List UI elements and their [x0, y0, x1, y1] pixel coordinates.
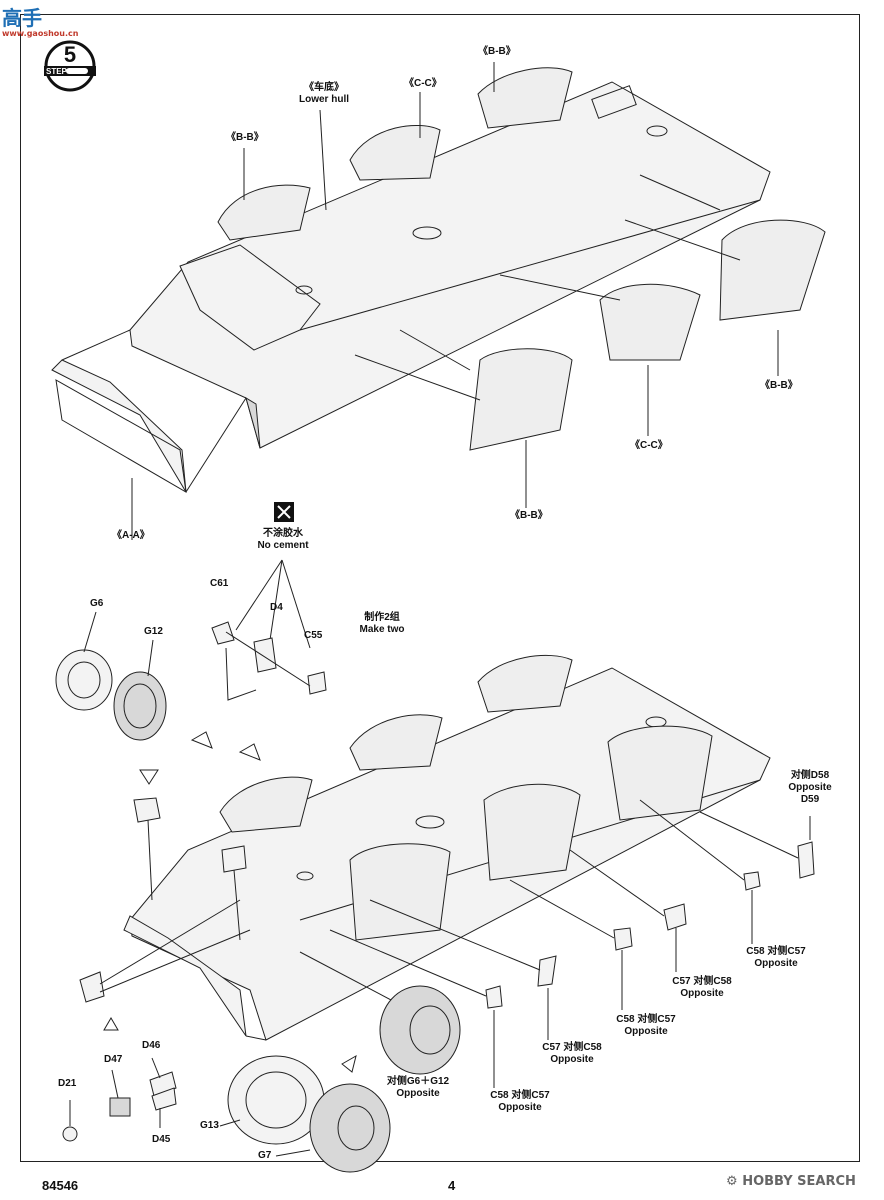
- part-g6: G6: [90, 598, 104, 609]
- part-c58a-en: Opposite: [754, 958, 798, 969]
- part-d58-en: Opposite: [788, 782, 832, 793]
- hobby-search-watermark: ⚙ HOBBY SEARCH: [726, 1174, 856, 1189]
- part-d47: D47: [104, 1054, 123, 1065]
- step-badge: 5 STEP: [42, 40, 98, 92]
- part-d58-cn: 对侧D58: [790, 770, 830, 781]
- page-number: 4: [448, 1178, 456, 1193]
- no-cement-cn: 不涂胶水: [263, 528, 303, 539]
- make-two-label: 制作2组 Make two: [352, 612, 412, 636]
- part-c58-label-b: C58 对侧C57 Opposite: [610, 1014, 682, 1038]
- sprocket-g6-g12: [55, 611, 167, 741]
- part-c57b-text: C57 对侧C58: [542, 1042, 602, 1053]
- part-d59: D59: [800, 794, 820, 805]
- part-g7: G7: [258, 1150, 272, 1161]
- hobby-search-text: HOBBY SEARCH: [742, 1174, 856, 1189]
- section-cc-label-1: 《C-C》: [404, 78, 442, 89]
- part-c58c-text: C58 对侧C57: [490, 1090, 550, 1101]
- part-c61: C61: [210, 578, 229, 589]
- part-d4: D4: [270, 602, 283, 613]
- part-c57a-en: Opposite: [680, 988, 724, 999]
- tank-icon: [66, 68, 88, 74]
- make-two-en: Make two: [359, 624, 405, 635]
- step-word: STEP: [46, 67, 67, 76]
- lower-hull-cn: 《车底》: [304, 82, 344, 93]
- idler-mount-parts: [211, 502, 327, 701]
- lower-hull-label: 《车底》 Lower hull: [294, 82, 354, 106]
- part-g6-g12-opposite-label: 对侧G6＋G12 Opposite: [380, 1076, 456, 1100]
- part-c57a-text: C57 对侧C58: [672, 976, 732, 987]
- part-c57b-en: Opposite: [550, 1054, 594, 1065]
- part-g6g12-text: 对侧G6＋G12: [386, 1076, 450, 1087]
- section-cc-label-2: 《C-C》: [630, 440, 668, 451]
- part-c58b-en: Opposite: [624, 1026, 668, 1037]
- part-c57-label-a: C57 对侧C58 Opposite: [666, 976, 738, 1000]
- part-d21: D21: [58, 1078, 77, 1089]
- page-frame: [20, 14, 860, 1162]
- section-bb-label-3: 《B-B》: [760, 380, 798, 391]
- part-c58-label-a: C58 对侧C57 Opposite: [740, 946, 812, 970]
- sprocket-opposite: [219, 985, 461, 1173]
- rear-small-parts: [62, 1057, 177, 1142]
- part-c57-label-b: C57 对侧C58 Opposite: [536, 1042, 608, 1066]
- lower-hull-en: Lower hull: [299, 94, 349, 105]
- part-g13: G13: [200, 1120, 219, 1131]
- watermark-url: www.gaoshou.cn: [2, 29, 79, 38]
- no-cement-en: No cement: [257, 540, 309, 551]
- kit-code: 84546: [42, 1178, 79, 1193]
- make-two-cn: 制作2组: [364, 612, 400, 623]
- section-aa-label: 《A-A》: [112, 530, 150, 541]
- section-bb-label-4: 《B-B》: [510, 510, 548, 521]
- hobby-search-logo-icon: ⚙: [726, 1174, 738, 1189]
- part-c58c-en: Opposite: [498, 1102, 542, 1113]
- part-c58a-text: C58 对侧C57: [746, 946, 806, 957]
- part-d46: D46: [142, 1040, 161, 1051]
- no-cement-label: 不涂胶水 No cement: [250, 528, 316, 552]
- part-c58b-text: C58 对侧C57: [616, 1014, 676, 1025]
- step-number: 5: [63, 42, 77, 67]
- part-d45: D45: [152, 1134, 171, 1145]
- watermark-chars: 高手: [2, 6, 42, 30]
- site-watermark: 高手 www.gaoshou.cn: [2, 2, 78, 38]
- lower-hull-top: [51, 62, 826, 540]
- part-d58-d59-label: 对侧D58 Opposite D59: [784, 770, 836, 806]
- part-g12: G12: [144, 626, 163, 637]
- part-c58-label-c: C58 对侧C57 Opposite: [484, 1090, 556, 1114]
- lower-hull-bottom: [79, 654, 815, 1088]
- part-g6g12-en: Opposite: [396, 1088, 440, 1099]
- part-c55: C55: [304, 630, 323, 641]
- section-bb-label-2: 《B-B》: [478, 46, 516, 57]
- section-bb-label-1: 《B-B》: [226, 132, 264, 143]
